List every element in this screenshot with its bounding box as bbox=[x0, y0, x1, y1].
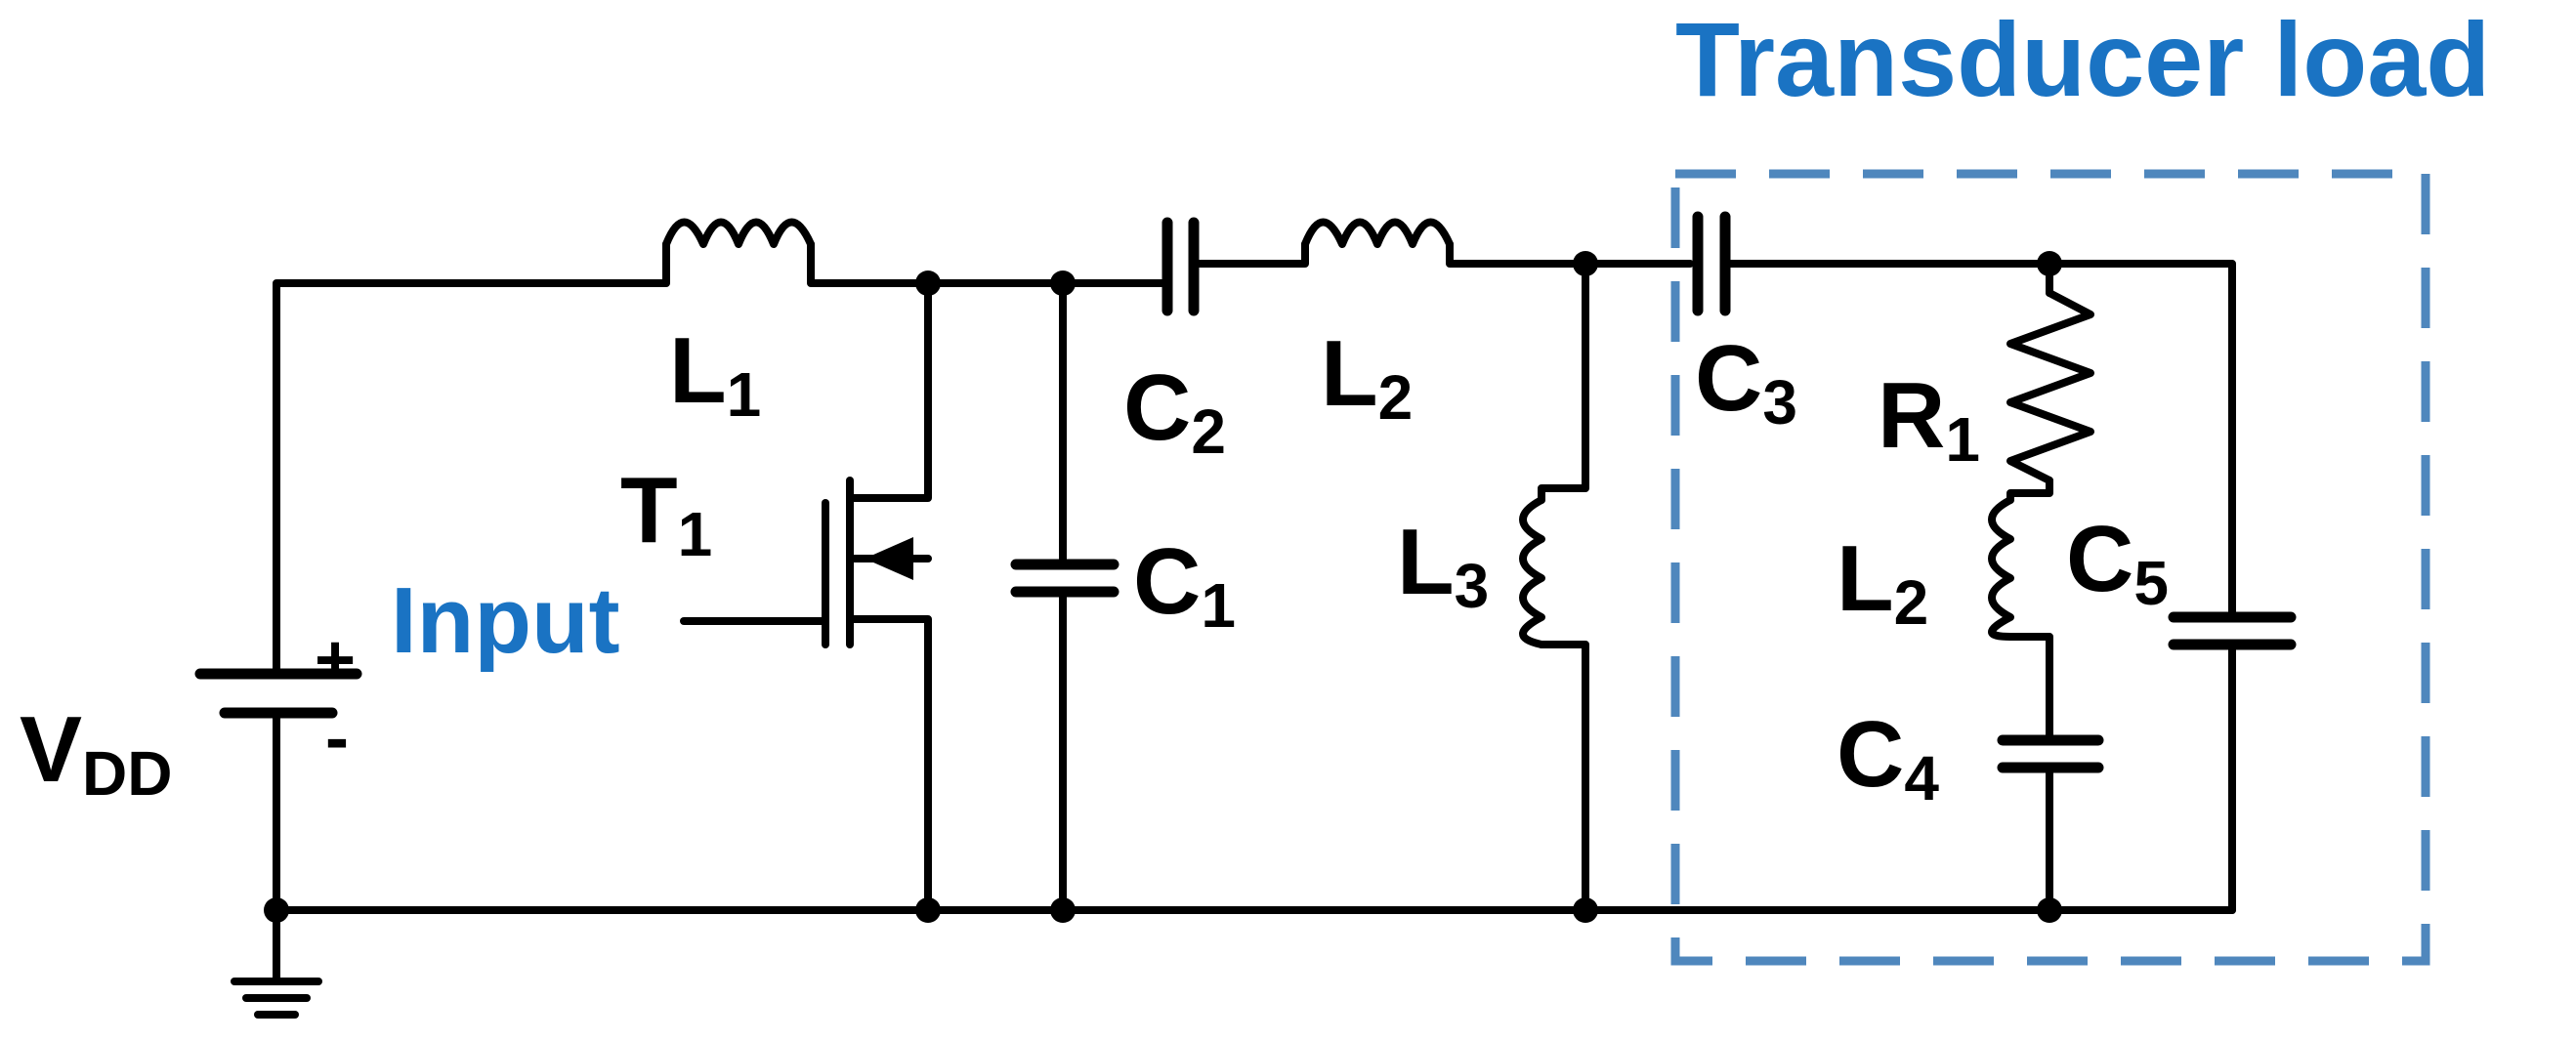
c1-label: C1 bbox=[1133, 529, 1236, 641]
junction-dot bbox=[915, 897, 941, 923]
t1-label: T1 bbox=[620, 458, 712, 569]
c2-to-l2-wire bbox=[1190, 240, 1309, 268]
c2-label: C2 bbox=[1123, 355, 1226, 467]
r1-to-l2b-wire bbox=[2006, 477, 2053, 504]
l2-to-node-wire bbox=[1446, 240, 1694, 268]
vdd-plus-sign: + bbox=[315, 621, 356, 699]
r1-label: R1 bbox=[1878, 363, 1980, 475]
l2b-inductor-icon bbox=[1988, 496, 2014, 641]
junction-dot bbox=[1573, 251, 1598, 276]
transducer-load-box bbox=[1670, 169, 2430, 966]
l1-inductor-icon bbox=[662, 218, 815, 248]
junction-dot bbox=[1050, 271, 1076, 296]
l2-inductor-icon bbox=[1301, 218, 1454, 248]
junction-dot bbox=[2037, 897, 2062, 923]
l1-label: L1 bbox=[669, 318, 761, 430]
l1-to-node-wire bbox=[807, 240, 1067, 287]
c3-label: C3 bbox=[1695, 326, 1797, 437]
junction-dot bbox=[1050, 897, 1076, 923]
c4-label: C4 bbox=[1837, 702, 1939, 813]
c5-label: C5 bbox=[2066, 507, 2169, 618]
vdd-top-wire bbox=[273, 240, 670, 678]
junction-dot bbox=[1573, 897, 1598, 923]
l2-label: L2 bbox=[1321, 321, 1413, 433]
l2b-label: L2 bbox=[1837, 526, 1928, 638]
vdd-label: VDD bbox=[20, 697, 172, 809]
l2b-to-c4-wire bbox=[2006, 633, 2053, 742]
l3-inductor-icon bbox=[1519, 496, 1545, 648]
junction-dot bbox=[915, 271, 941, 296]
input-label: Input bbox=[391, 568, 620, 673]
t1-source-wire bbox=[846, 615, 932, 914]
l3-top-wire bbox=[1538, 260, 1589, 504]
junction-dot bbox=[2037, 251, 2062, 276]
t1-drain-wire bbox=[846, 279, 932, 502]
c3-to-right-wire bbox=[1721, 260, 2236, 621]
r1-resistor-icon bbox=[2006, 289, 2094, 484]
vdd-minus-sign: - bbox=[325, 699, 349, 777]
l3-label: L3 bbox=[1397, 510, 1489, 621]
l3-bottom-wire bbox=[1538, 641, 1589, 914]
transducer-load-title: Transducer load bbox=[1675, 0, 2490, 118]
t1-body-arrow-icon bbox=[865, 537, 913, 580]
junction-dot bbox=[264, 897, 289, 923]
